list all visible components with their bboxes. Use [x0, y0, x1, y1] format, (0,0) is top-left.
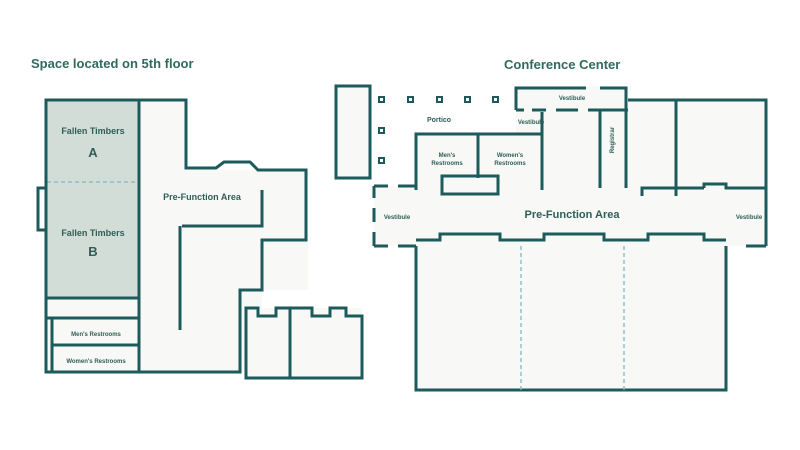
vestibule-left-label: Vestibule [384, 215, 411, 221]
left-womens-restroom-label: Women's Restrooms [66, 359, 126, 365]
tall-block [334, 84, 372, 180]
right-heading: Conference Center [504, 57, 621, 72]
fallen-timbers-a-label: Fallen Timbers [61, 126, 124, 136]
left-prefunction-label: Pre-Function Area [163, 192, 242, 202]
vestibule-portico-label: Vestibule [518, 120, 545, 126]
fallen-timbers-a-letter: A [88, 145, 98, 160]
left-mens-restroom-label: Men's Restrooms [71, 332, 121, 338]
fallen-timbers-room[interactable] [47, 101, 139, 298]
cc-womens-label-line1: Women's [497, 153, 524, 159]
registrar-label: Registrar [610, 126, 616, 153]
fallen-timbers-b-label: Fallen Timbers [61, 228, 124, 238]
conference-center [334, 84, 768, 392]
cc-prefunction-label: Pre-Function Area [525, 209, 621, 221]
cc-mens-label-line1: Men's [439, 153, 456, 159]
cc-womens-label-line2: Restrooms [494, 161, 526, 167]
left-heading: Space located on 5th floor [31, 56, 194, 71]
left-building [36, 98, 308, 374]
small-building [244, 306, 364, 380]
cc-mens-label-line2: Restrooms [431, 161, 463, 167]
vestibule-top-label: Vestibule [559, 96, 586, 102]
vestibule-right-label: Vestibule [736, 215, 763, 221]
fallen-timbers-b-letter: B [88, 244, 97, 259]
portico-label: Portico [427, 117, 451, 124]
